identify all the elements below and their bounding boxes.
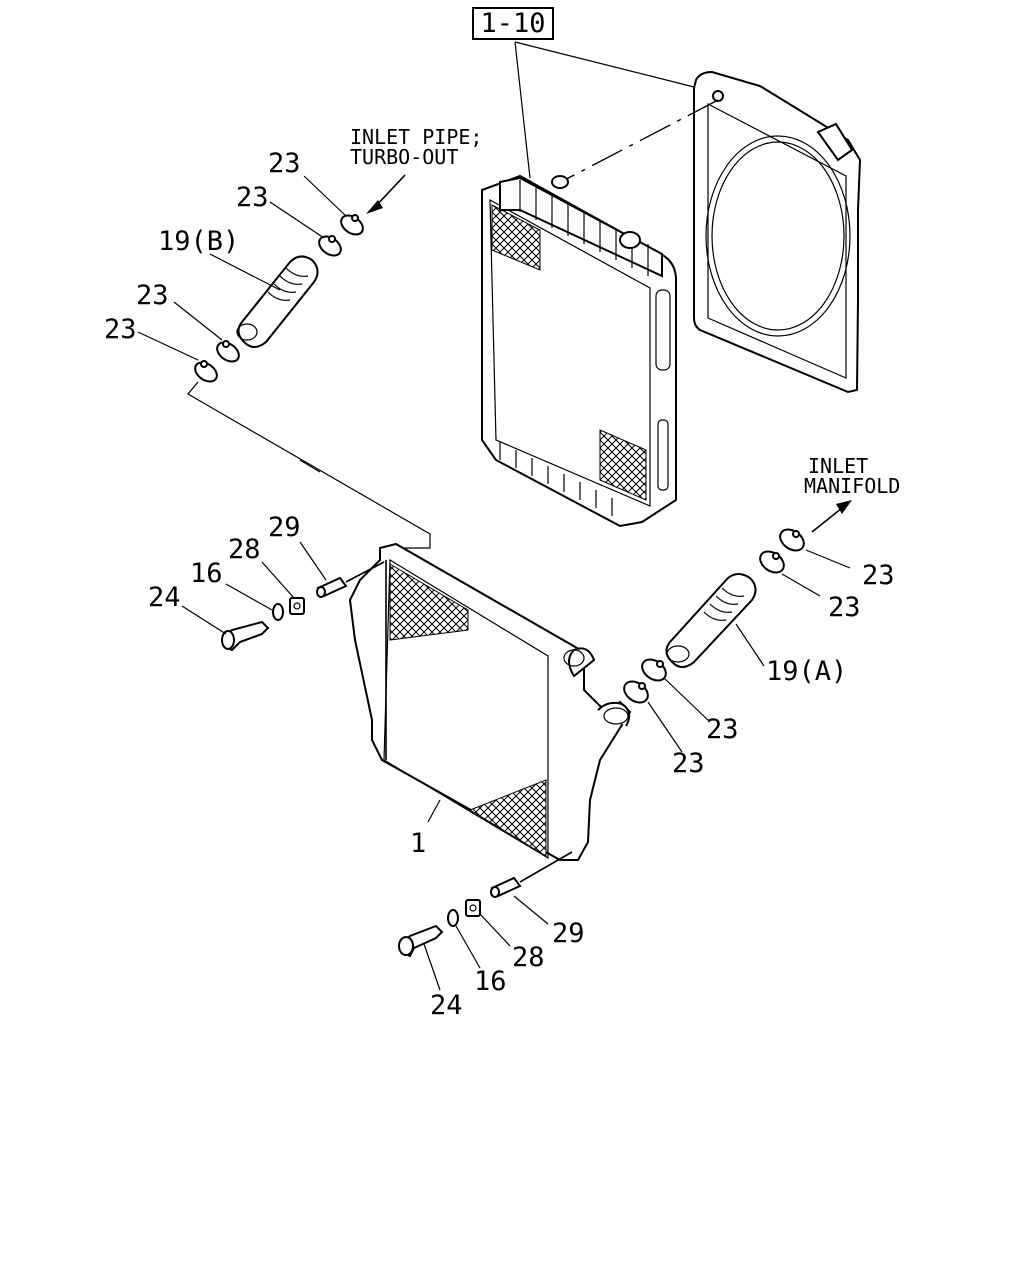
annotation-inlet-pipe-line1: INLET PIPE; bbox=[350, 125, 482, 149]
bolt-icon bbox=[221, 620, 270, 652]
annotation-inlet-manifold-line1: INLET bbox=[808, 454, 868, 478]
callout-23: 23 bbox=[672, 748, 705, 779]
shroud-mount-line bbox=[554, 99, 719, 186]
bolt-icon bbox=[398, 924, 444, 958]
nut-icon bbox=[289, 597, 305, 615]
hose-19b-assembly bbox=[194, 214, 364, 383]
callout-16: 16 bbox=[474, 966, 507, 997]
clamp-icon bbox=[216, 340, 240, 363]
callout-23: 23 bbox=[104, 314, 137, 345]
callout-23: 23 bbox=[268, 148, 301, 179]
clamp-icon bbox=[641, 658, 667, 682]
callout-23: 23 bbox=[706, 714, 739, 745]
callout-29: 29 bbox=[268, 512, 301, 543]
callout-labels: 23 23 19(B) 23 23 29 28 16 24 23 23 19(A… bbox=[104, 148, 895, 1021]
callout-1: 1 bbox=[410, 828, 426, 859]
annotation-inlet-pipe-line2: TURBO-OUT bbox=[350, 145, 458, 169]
callout-28: 28 bbox=[228, 534, 261, 565]
leader-lines bbox=[137, 175, 851, 991]
reference-box: 1-10 bbox=[472, 7, 699, 179]
callout-28: 28 bbox=[512, 942, 545, 973]
mount-hardware-bottom bbox=[398, 851, 573, 958]
clamp-icon bbox=[318, 235, 342, 257]
callout-23: 23 bbox=[828, 592, 861, 623]
hose-19a-assembly bbox=[623, 528, 805, 704]
arrow-icon bbox=[836, 500, 852, 514]
clamp-icon bbox=[194, 360, 218, 383]
callout-16: 16 bbox=[190, 558, 223, 589]
fan-shroud bbox=[693, 70, 862, 394]
reference-box-label: 1-10 bbox=[480, 8, 545, 39]
clamp-icon bbox=[340, 214, 364, 236]
assembly-line bbox=[187, 381, 431, 549]
arrow-icon bbox=[366, 200, 383, 214]
annotation-inlet-pipe: INLET PIPE; TURBO-OUT bbox=[350, 125, 482, 214]
spacer-icon bbox=[490, 876, 522, 898]
callout-24: 24 bbox=[430, 990, 463, 1021]
callout-23: 23 bbox=[862, 560, 895, 591]
callout-19a: 19(A) bbox=[766, 656, 847, 687]
annotation-inlet-manifold: INLET MANIFOLD bbox=[804, 454, 900, 533]
callout-24: 24 bbox=[148, 582, 181, 613]
clamp-icon bbox=[623, 680, 649, 704]
annotation-inlet-manifold-line2: MANIFOLD bbox=[804, 474, 900, 498]
nut-icon bbox=[465, 899, 481, 917]
callout-23: 23 bbox=[236, 182, 269, 213]
callout-29: 29 bbox=[552, 918, 585, 949]
mount-hardware-top bbox=[221, 561, 385, 652]
callout-19b: 19(B) bbox=[158, 226, 239, 257]
intercooler bbox=[348, 542, 632, 861]
clamp-icon bbox=[759, 550, 785, 574]
washer-icon bbox=[272, 603, 284, 621]
callout-23: 23 bbox=[136, 280, 169, 311]
washer-icon bbox=[447, 909, 459, 927]
radiator bbox=[481, 174, 677, 528]
spacer-icon bbox=[316, 576, 348, 598]
clamp-icon bbox=[779, 528, 805, 552]
